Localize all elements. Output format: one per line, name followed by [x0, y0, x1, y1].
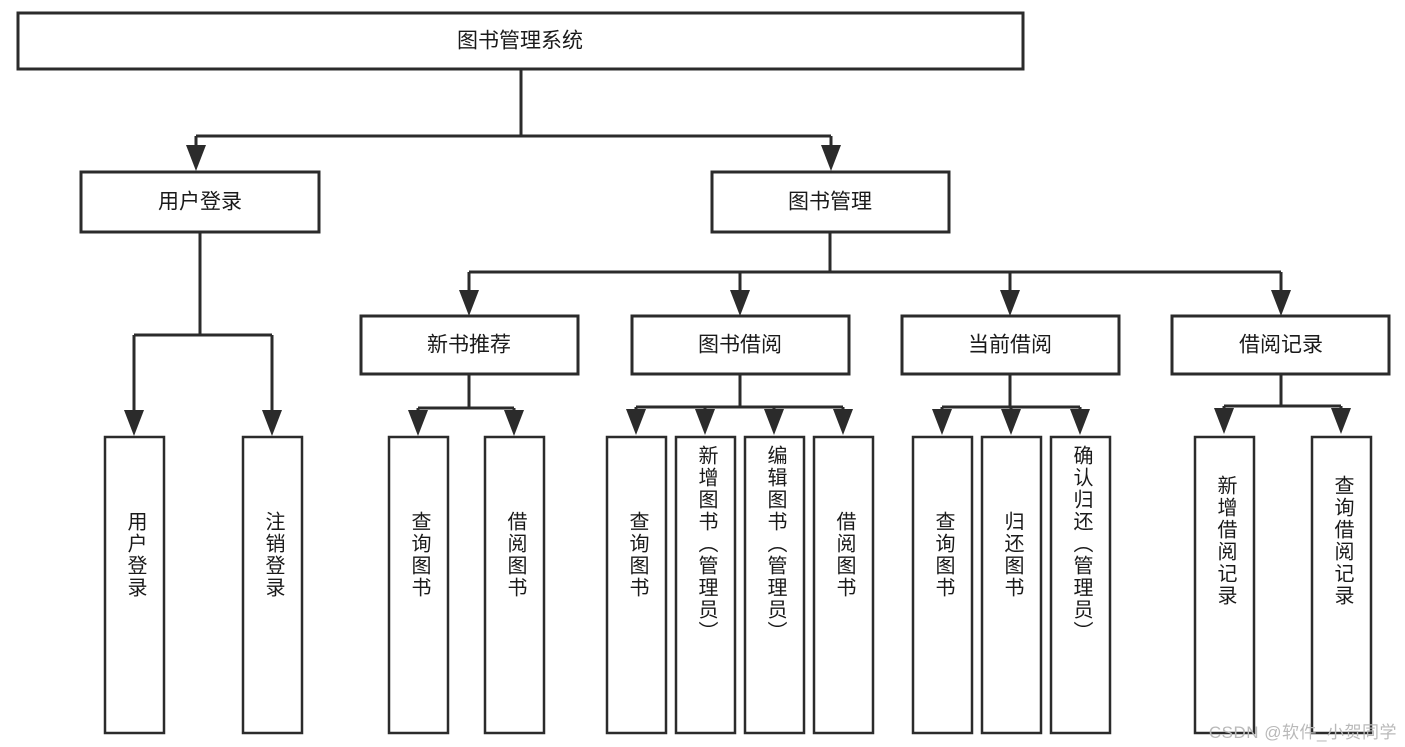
connector-user-login-to-leaves — [124, 232, 282, 436]
arrowhead-to-leaf-query-book-1 — [408, 410, 428, 436]
connector-current-borrow-to-leaves — [932, 374, 1090, 435]
arrowhead-to-new-book-recommend — [459, 290, 479, 316]
node-book-borrow-label: 图书借阅 — [698, 334, 782, 357]
node-current-borrow[interactable]: 当前借阅 — [900, 314, 1121, 376]
connector-book-management-to-level3 — [459, 232, 1291, 316]
leaf-box-add-record[interactable] — [1193, 435, 1256, 735]
node-root-label: 图书管理系统 — [457, 30, 583, 53]
arrowhead-to-leaf-confirm-return-admin — [1070, 409, 1090, 435]
arrowhead-to-leaf-add-record — [1214, 408, 1234, 434]
arrowhead-to-leaf-query-book-3 — [932, 409, 952, 435]
leaf-box-user-login[interactable] — [103, 435, 166, 735]
arrowhead-to-leaf-query-book-2 — [626, 409, 646, 435]
node-current-borrow-label: 当前借阅 — [968, 334, 1052, 357]
connector-borrow-record-to-leaves — [1214, 374, 1351, 434]
connector-book-borrow-to-leaves — [626, 374, 853, 435]
arrowhead-to-book-borrow — [730, 290, 750, 316]
node-user-login-box — [79, 170, 321, 234]
node-book-borrow[interactable]: 图书借阅 — [630, 314, 851, 376]
csdn-watermark: CSDN @软件_小贺同学 — [1208, 723, 1397, 742]
leaf-box-confirm-return-admin[interactable] — [1049, 435, 1112, 735]
leaf-box-edit-book-admin[interactable] — [743, 435, 806, 735]
arrowhead-to-current-borrow — [1000, 290, 1020, 316]
leaf-box-query-record[interactable] — [1310, 435, 1373, 735]
arrowhead-to-leaf-borrow-book-2 — [833, 409, 853, 435]
node-book-management-label: 图书管理 — [788, 191, 872, 214]
node-new-book-recommend-label: 新书推荐 — [427, 334, 511, 357]
arrowhead-to-leaf-query-record — [1331, 408, 1351, 434]
leaf-box-logout[interactable] — [241, 435, 304, 735]
leaf-box-borrow-book-2[interactable] — [812, 435, 875, 735]
arrowhead-to-leaf-add-book-admin — [695, 409, 715, 435]
connector-root-to-level2 — [186, 69, 841, 171]
arrowhead-to-leaf-edit-book-admin — [764, 409, 784, 435]
node-root-box — [16, 11, 1025, 71]
connector-new-book-recommend-to-leaves — [408, 374, 524, 436]
node-current-borrow-box — [900, 314, 1121, 376]
arrowhead-to-leaf-user-login — [124, 410, 144, 436]
node-user-login-label: 用户登录 — [158, 191, 242, 214]
arrowhead-to-user-login — [186, 145, 206, 171]
node-book-management[interactable]: 图书管理 — [710, 170, 951, 234]
node-borrow-record-label: 借阅记录 — [1239, 334, 1323, 357]
leaf-box-query-book-1[interactable] — [387, 435, 450, 735]
arrowhead-to-borrow-record — [1271, 290, 1291, 316]
node-borrow-record[interactable]: 借阅记录 — [1170, 314, 1391, 376]
node-root[interactable]: 图书管理系统 — [16, 11, 1025, 71]
leaf-box-query-book-3[interactable] — [911, 435, 974, 735]
leaf-box-add-book-admin[interactable] — [674, 435, 737, 735]
arrowhead-to-book-management — [821, 145, 841, 171]
leaf-box-borrow-book-1[interactable] — [483, 435, 546, 735]
node-user-login[interactable]: 用户登录 — [79, 170, 321, 234]
node-new-book-recommend[interactable]: 新书推荐 — [359, 314, 580, 376]
leaf-box-query-book-2[interactable] — [605, 435, 668, 735]
arrowhead-to-leaf-return-book — [1001, 409, 1021, 435]
leaf-box-return-book[interactable] — [980, 435, 1043, 735]
arrowhead-to-leaf-borrow-book-1 — [504, 410, 524, 436]
arrowhead-to-leaf-logout — [262, 410, 282, 436]
node-new-book-recommend-box — [359, 314, 580, 376]
